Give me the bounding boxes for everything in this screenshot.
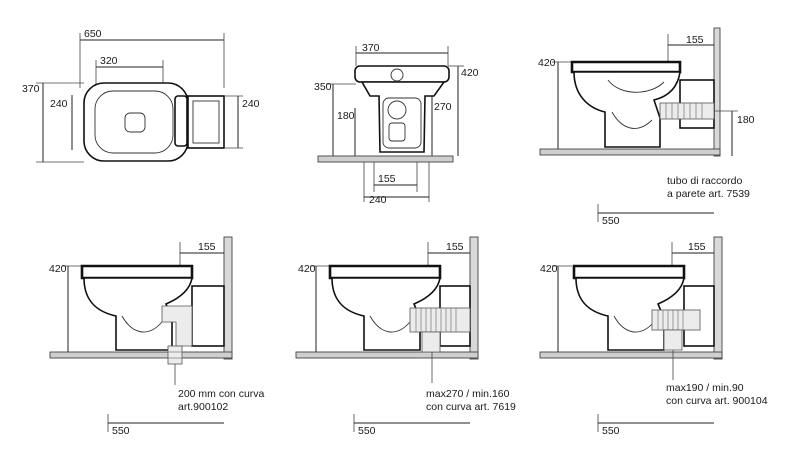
wall-1: [713, 27, 721, 157]
note-3-line1: max270 / min.160: [426, 388, 510, 400]
side-view-1: 155 420 180 tubo di raccordo a parete ar…: [538, 27, 755, 227]
dim-155-4: 155: [688, 241, 706, 253]
front-view: 370 420 350 180 270 155 240: [314, 42, 479, 206]
rim-4: [572, 264, 686, 280]
dim-240-front: 240: [369, 194, 387, 206]
floor-3: [295, 351, 479, 359]
connector-pipe-4: [651, 309, 701, 331]
dim-370-top: 370: [22, 83, 40, 95]
dim-180-1: 180: [737, 114, 755, 126]
dim-180-front: 180: [337, 110, 355, 122]
wall-4: [713, 236, 723, 360]
seat-inner-top: [94, 90, 174, 154]
dim-420-front: 420: [461, 67, 479, 79]
note-3-line2: con curva art. 7619: [426, 401, 516, 413]
floor-2: [49, 351, 233, 359]
wall-3: [469, 236, 479, 360]
rim-1: [570, 60, 682, 74]
bowl-body-2: [83, 277, 193, 351]
dim-320: 320: [100, 55, 118, 67]
note-1-line2: a parete art. 7539: [667, 188, 750, 200]
note-4-line2: con curva art. 900104: [666, 395, 768, 407]
connector-pipe-3: [409, 307, 471, 333]
note-1-line1: tubo di raccordo: [667, 175, 742, 187]
dim-650: 650: [84, 28, 102, 40]
rim-2: [80, 264, 194, 280]
connector-pipe-1: [659, 102, 715, 120]
side-view-3: 155 420 max270 / min.160 con curva art. …: [295, 236, 516, 437]
dim-240-left: 240: [50, 98, 68, 110]
bowl-body-1: [573, 71, 681, 148]
floor-4: [539, 351, 723, 359]
floor-front: [317, 155, 454, 163]
dim-550-2: 550: [112, 425, 130, 437]
dim-550-1: 550: [602, 215, 620, 227]
side-view-4: 155 420 max190 / min.90 con curva art. 9…: [539, 236, 768, 437]
bowl-outline-top: [83, 82, 189, 162]
side-view-2: 155 420 200 mm con curva art.900102 550: [49, 236, 265, 437]
note-2-line1: 200 mm con curva: [178, 388, 265, 400]
wall-2: [223, 236, 233, 360]
dim-370-front: 370: [362, 42, 380, 54]
dim-240-right: 240: [242, 98, 260, 110]
dim-550-4: 550: [602, 425, 620, 437]
dim-420-4: 420: [540, 263, 558, 275]
note-2-line2: art.900102: [178, 401, 228, 413]
dim-420-1: 420: [538, 57, 556, 69]
dim-155-2: 155: [198, 241, 216, 253]
tank-top: [187, 95, 225, 149]
dim-350-front: 350: [314, 81, 332, 93]
rim-3: [328, 264, 442, 280]
floor-1: [539, 148, 721, 156]
dim-270-front: 270: [434, 101, 452, 113]
dim-550-3: 550: [358, 425, 376, 437]
dim-420-2: 420: [49, 263, 67, 275]
top-view: 650 320 370 240 240: [22, 28, 260, 163]
dim-420-3: 420: [298, 263, 316, 275]
dim-155-3: 155: [446, 241, 464, 253]
dim-155-front: 155: [378, 173, 396, 185]
note-4-line1: max190 / min.90: [666, 382, 744, 394]
dim-155-1: 155: [686, 34, 704, 46]
rim-front: [354, 65, 450, 83]
